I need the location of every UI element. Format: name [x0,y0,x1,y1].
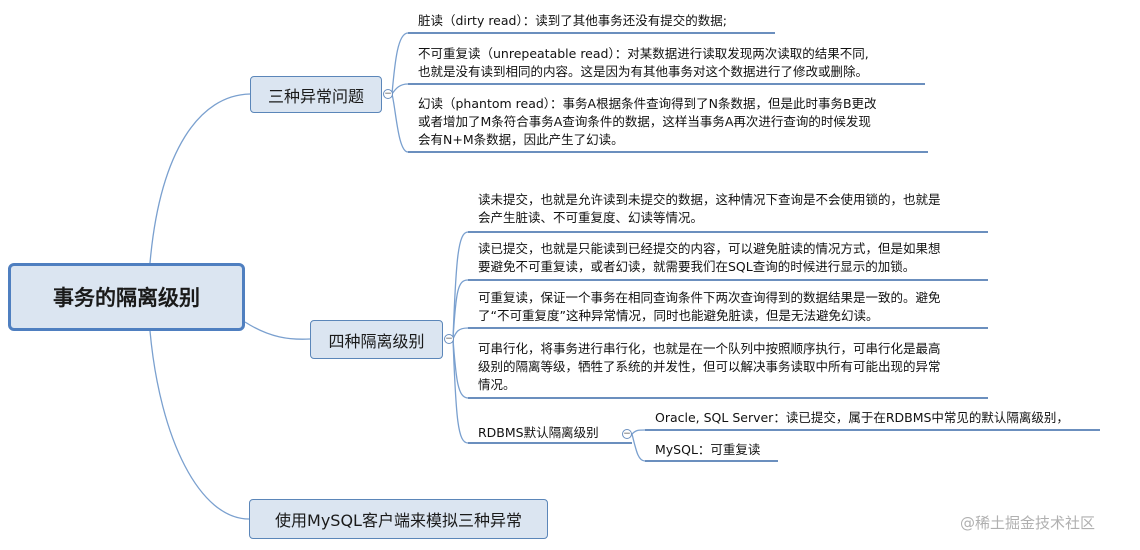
branch-anomalies[interactable]: 三种异常问题 [250,76,382,113]
level-read-committed: 读已提交，也就是只能读到已经提交的内容，可以避免脏读的情况方式，但是如果想 要避… [478,241,941,274]
connector-root-simulate [149,330,250,520]
collapse-minus-icon[interactable]: − [622,429,632,439]
anomaly-phantom-read: 幻读（phantom read）：事务A根据条件查询得到了N条数据，但是此时事务… [418,96,877,147]
rdbms-mysql: MySQL：可重复读 [655,442,761,457]
connector-levels-3 [452,327,469,340]
connector-rdbms-2 [631,433,646,462]
level-repeatable-read: 可重复读，保证一个事务在相同查询条件下两次查询得到的数据结果是一致的。避免 了“… [478,290,941,323]
rdbms-default-label[interactable]: RDBMS默认隔离级别 [478,425,599,440]
connector-anomalies-1 [391,32,409,95]
connector-anomalies-3 [391,93,409,153]
connector-rdbms-1 [631,429,646,435]
branch-simulate-anomalies[interactable]: 使用MySQL客户端来模拟三种异常 [249,499,548,539]
rdbms-oracle-sqlserver: Oracle, SQL Server：读已提交，属于在RDBMS中常见的默认隔离… [655,410,1069,425]
connector-levels-1 [452,231,469,340]
root-topic[interactable]: 事务的隔离级别 [8,263,245,331]
branch-isolation-levels[interactable]: 四种隔离级别 [310,320,443,359]
anomaly-unrepeatable-read: 不可重复读（unrepeatable read）：对某数据进行读取发现两次读取的… [418,46,869,79]
connector-levels-rdbms [452,338,469,444]
level-read-uncommitted: 读未提交，也就是允许读到未提交的数据，这种情况下查询是不会使用锁的，也就是 会产… [478,192,941,225]
collapse-minus-icon[interactable]: − [444,334,454,344]
connector-levels-2 [452,279,469,340]
connector-root-anomalies [149,93,251,264]
level-serializable: 可串行化，将事务进行串行化，也就是在一个队列中按照顺序执行，可串行化是最高 级别… [478,341,941,392]
connector-anomalies-2 [391,83,409,95]
anomaly-dirty-read: 脏读（dirty read）：读到了其他事务还没有提交的数据; [418,13,727,28]
collapse-minus-icon[interactable]: − [383,89,393,99]
connector-root-levels [244,321,311,340]
watermark: @稀土掘金技术社区 [960,514,1096,532]
